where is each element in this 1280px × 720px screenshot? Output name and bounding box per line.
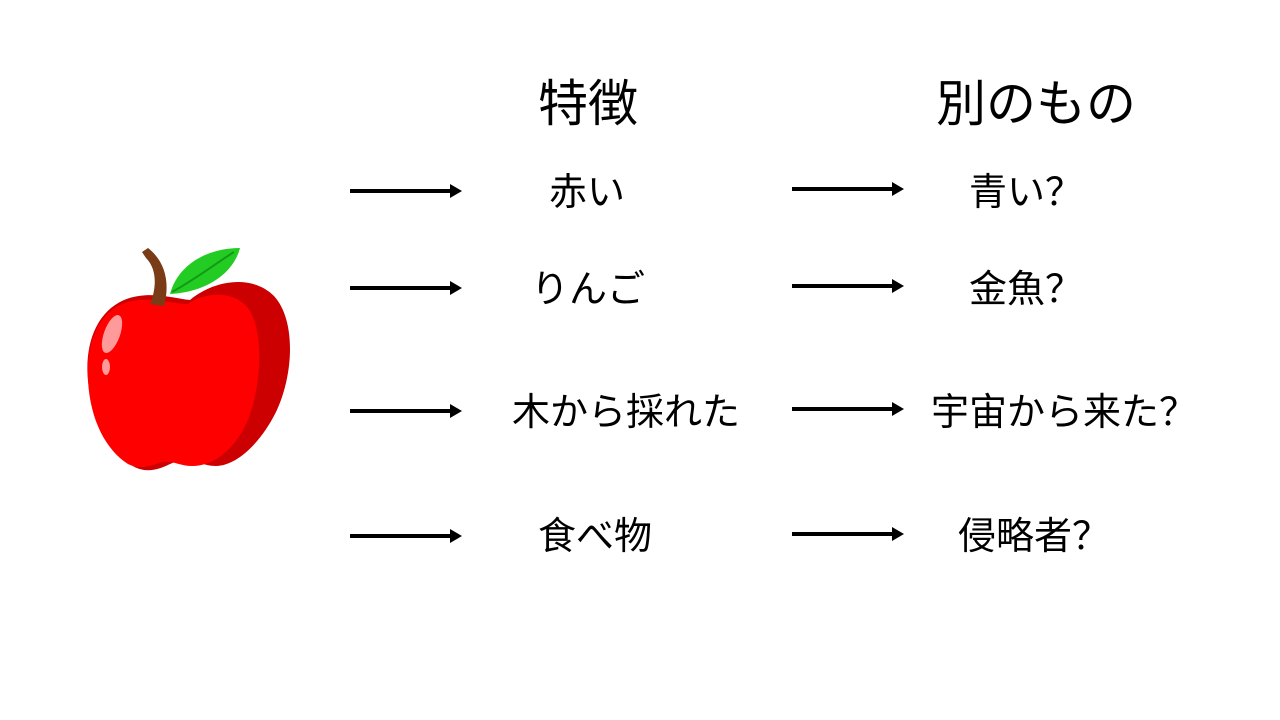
feature-label: りんご [530,267,646,311]
right-arrow-icon [350,281,462,295]
right-arrow-icon [350,529,462,543]
feature-label: 食べ物 [537,514,653,558]
feature-label: 木から採れた [511,390,741,434]
apple-leaf-vein [171,251,235,293]
apple-highlight-large [101,315,123,353]
right-arrow-icon [792,279,904,293]
other-label: 宇宙から来た？ [930,390,1198,434]
right-arrow-icon [350,404,462,418]
heading-features: 特徴 [538,75,638,133]
feature-label: 赤い [548,170,626,214]
apple-icon [87,248,291,471]
apple-stem-shape [142,248,167,306]
right-arrow-icon [792,402,904,416]
heading-other: 別のもの [936,75,1136,133]
right-arrow-icon [350,184,462,198]
other-label: 侵略者？ [957,514,1111,558]
other-label: 青い？ [968,170,1084,214]
right-arrow-icon [792,527,904,541]
other-label: 金魚？ [968,267,1084,311]
apple-body-shape [87,294,260,468]
apple-highlight-small [102,359,110,375]
right-arrow-icon [792,182,904,196]
